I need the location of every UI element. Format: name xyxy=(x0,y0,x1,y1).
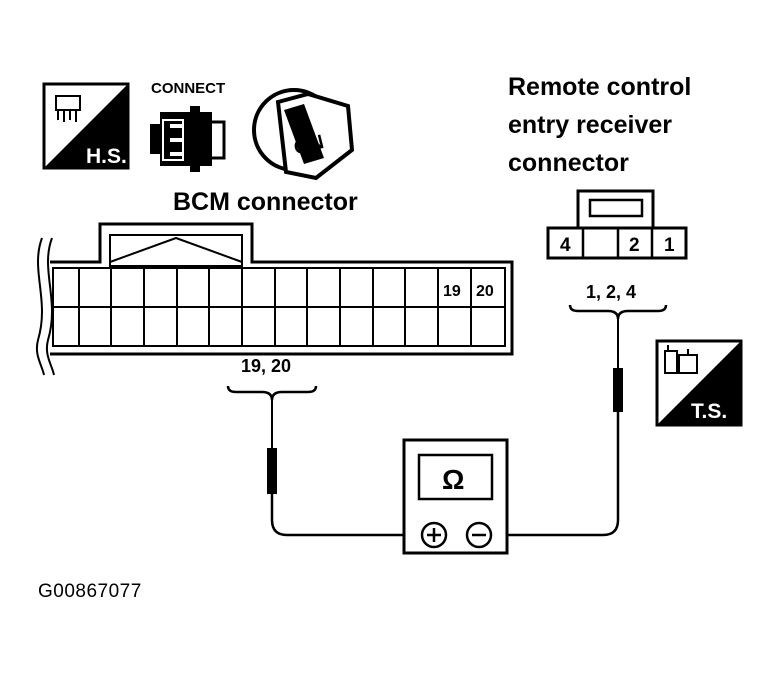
bcm-pin-20: 20 xyxy=(476,283,494,300)
figure-id: G00867077 xyxy=(38,581,142,602)
receiver-pin-brace xyxy=(568,304,668,320)
bcm-pin-19: 19 xyxy=(443,283,461,300)
troubleshooting-icon: T.S. xyxy=(655,339,743,427)
bcm-probe-pins: 19, 20 xyxy=(241,356,292,376)
connect-icon: CONNECT xyxy=(150,80,226,172)
ohmmeter: Ω xyxy=(402,438,509,555)
receiver-pin-4: 4 xyxy=(560,235,571,256)
test-leads xyxy=(267,319,623,537)
bcm-connector-title: BCM connector xyxy=(173,188,358,216)
receiver-pin-2: 2 xyxy=(629,235,640,256)
receiver-connector xyxy=(546,189,688,260)
receiver-pin-1: 1 xyxy=(664,235,675,256)
receiver-title-line2: entry receiver xyxy=(508,111,673,139)
hs-label: H.S. xyxy=(86,145,127,168)
bcm-connector xyxy=(35,222,514,376)
connect-label: CONNECT xyxy=(151,80,225,97)
bcm-pin-brace xyxy=(226,385,318,401)
receiver-title-line1: Remote control xyxy=(508,73,692,101)
receiver-probe-pins: 1, 2, 4 xyxy=(586,282,637,302)
hand-sketch-icon: H.S. xyxy=(42,82,130,170)
receiver-title-line3: connector xyxy=(508,149,629,177)
ignition-key-icon: ON xyxy=(252,88,355,181)
ts-label: T.S. xyxy=(691,400,727,423)
ohm-symbol: Ω xyxy=(442,464,464,495)
